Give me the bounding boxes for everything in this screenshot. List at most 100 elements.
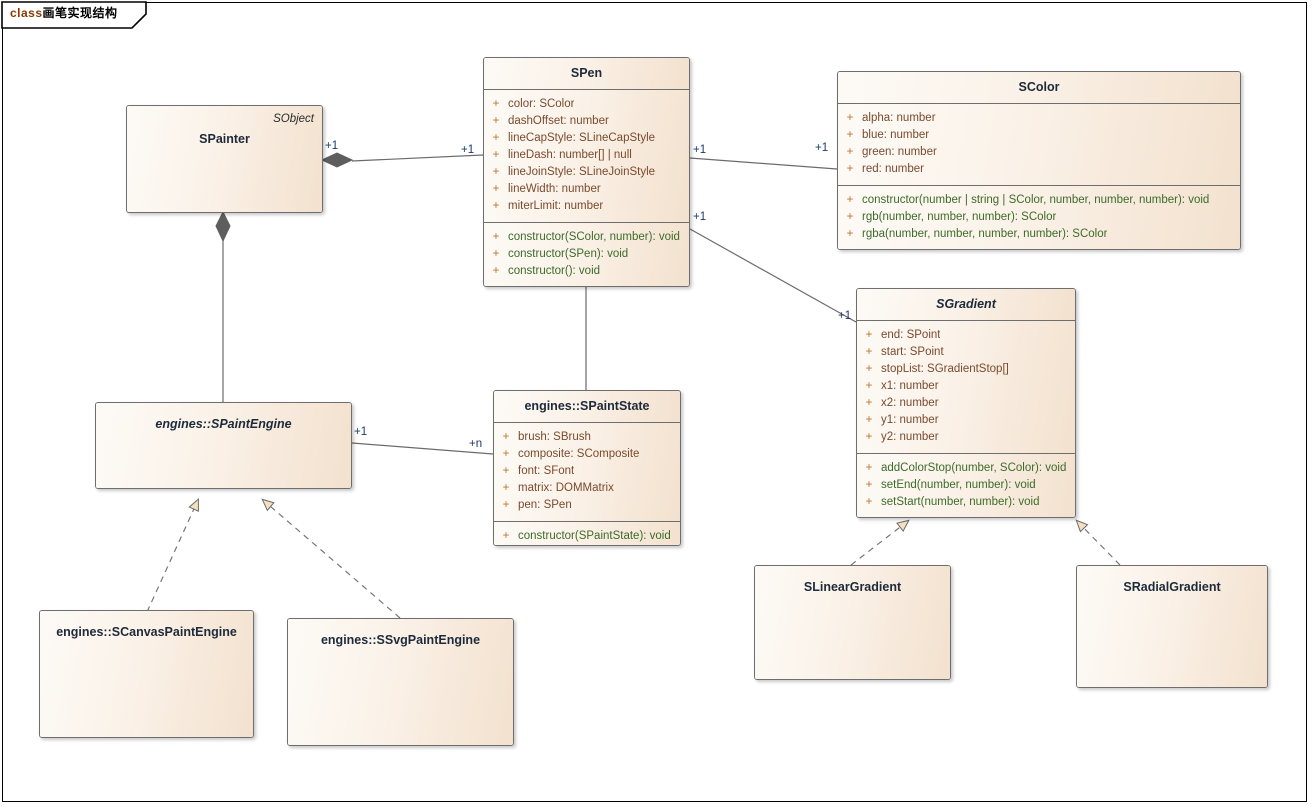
visibility: + (492, 248, 500, 260)
member-text: lineCapStyle: SLineCapStyle (508, 132, 656, 144)
class-sgradient-title: SGradient (857, 289, 1075, 321)
visibility: + (492, 183, 500, 195)
link-scanvaspaintengine-realizes-spaintengine (146, 497, 199, 613)
member-text: rgba(number, number, number, number): SC… (862, 228, 1108, 240)
visibility: + (492, 115, 500, 127)
member-text: x2: number (881, 397, 939, 409)
member-row: +miterLimit: number (484, 198, 689, 215)
member-text: font: SFont (518, 465, 575, 477)
class-spen-attributes: +color: SColor +dashOffset: number +line… (484, 90, 689, 223)
class-ssvgpaintengine[interactable]: engines::SSvgPaintEngine (287, 618, 514, 746)
member-row: + rgba(number, number, number, number): S… (838, 226, 1240, 243)
visibility: + (865, 414, 873, 426)
member-text: green: number (862, 146, 937, 158)
class-sradialgradient[interactable]: SRadialGradient (1076, 565, 1268, 688)
member-text: color: SColor (508, 98, 575, 110)
member-row: + lineDash: number[] | null (484, 147, 689, 164)
link-spen-scolor (689, 157, 838, 170)
diagram-keyword: class (10, 6, 43, 20)
multiplicity-spaintengine-spaintstate-source: +1 (354, 426, 368, 438)
link-ssvgpaintengine-realizes-spaintengine (261, 498, 401, 619)
visibility: + (502, 499, 510, 511)
diagram-title: class画笔实现结构 (10, 4, 118, 21)
visibility: + (492, 231, 500, 243)
visibility: + (502, 448, 510, 460)
member-row: +setEnd(number, number): void (857, 477, 1075, 494)
member-row: + y1: number (857, 412, 1075, 429)
class-slineargradient[interactable]: SLinearGradient (754, 565, 951, 680)
visibility: + (846, 129, 854, 141)
class-spainter[interactable]: SObject SPainter (126, 105, 323, 213)
class-spainter-stereotype: SObject (273, 113, 314, 125)
class-spainter-name: SPainter (199, 132, 250, 146)
visibility: + (865, 479, 873, 491)
member-text: alpha: number (862, 112, 936, 124)
member-text: constructor(): void (508, 265, 601, 277)
member-text: lineJoinStyle: SLineJoinStyle (508, 166, 656, 178)
member-row: + alpha: number (838, 110, 1240, 127)
multiplicity-spen-scolor-source: +1 (693, 144, 707, 156)
diagram-title-text: 画笔实现结构 (42, 6, 118, 20)
visibility: + (865, 380, 873, 392)
visibility: + (865, 431, 873, 443)
class-scanvaspaintengine-title: engines::SCanvasPaintEngine (40, 611, 253, 737)
member-row: +end: SPoint (857, 327, 1075, 344)
visibility: + (492, 149, 500, 161)
member-row: +x2: number (857, 395, 1075, 412)
member-row: + y2: number (857, 429, 1075, 446)
member-text: constructor(SPen): void (508, 248, 629, 260)
link-spainter-spaintengine (215, 210, 231, 402)
member-row: +matrix: DOMMatrix (494, 480, 680, 497)
class-spaintstate-attributes: +brush: SBrush +composite: SComposite +f… (494, 423, 680, 522)
member-row: +addColorStop(number, SColor): void (857, 460, 1075, 477)
member-text: rgb(number, number, number): SColor (862, 211, 1057, 223)
member-text: brush: SBrush (518, 431, 591, 443)
member-text: lineDash: number[] | null (508, 149, 632, 161)
member-text: constructor(number | string | SColor, nu… (862, 194, 1210, 206)
class-scanvaspaintengine[interactable]: engines::SCanvasPaintEngine (39, 610, 254, 738)
visibility: + (492, 132, 500, 144)
member-row: +stopList: SGradientStop[] (857, 361, 1075, 378)
member-text: y2: number (881, 431, 939, 443)
visibility: + (502, 482, 510, 494)
class-sgradient[interactable]: SGradient +end: SPoint +start: SPoint +s… (856, 288, 1076, 518)
class-spen-operations: + constructor(SColor, number): void + cons… (484, 223, 689, 286)
visibility: + (492, 98, 500, 110)
member-row: +red: number (838, 161, 1240, 178)
visibility: + (846, 112, 854, 124)
member-text: setStart(number, number): void (881, 496, 1040, 508)
visibility: + (865, 346, 873, 358)
class-spaintengine[interactable]: engines::SPaintEngine (95, 402, 352, 489)
member-row: + rgb(number, number, number): SColor (838, 209, 1240, 226)
member-text: pen: SPen (518, 499, 572, 511)
link-spainter-spen (320, 152, 484, 168)
visibility: + (492, 166, 500, 178)
visibility: + (846, 211, 854, 223)
member-text: x1: number (881, 380, 939, 392)
member-text: miterLimit: number (508, 200, 604, 212)
class-sradialgradient-title: SRadialGradient (1077, 566, 1267, 687)
member-row: + lineWidth: number (484, 181, 689, 198)
multiplicity-spainter-spen-target: +1 (461, 144, 475, 156)
visibility: + (846, 194, 854, 206)
multiplicity-spen-sgradient-target: +1 (838, 310, 852, 322)
class-spaintstate[interactable]: engines::SPaintState +brush: SBrush +com… (493, 390, 681, 546)
member-text: y1: number (881, 414, 939, 426)
class-spen[interactable]: SPen +color: SColor +dashOffset: number … (483, 57, 690, 287)
member-text: constructor(SPaintState): void (518, 530, 671, 542)
visibility: + (865, 496, 873, 508)
multiplicity-spen-scolor-target: +1 (815, 142, 829, 154)
link-slineargradient-realizes-sgradient (850, 519, 910, 566)
class-scolor[interactable]: SColor +alpha: number +blue: number +gre… (837, 71, 1241, 250)
class-sgradient-attributes: +end: SPoint +start: SPoint +stopList: S… (857, 321, 1075, 454)
member-text: lineWidth: number (508, 183, 601, 195)
member-row: +font: SFont (494, 463, 680, 480)
member-text: composite: SComposite (518, 448, 640, 460)
visibility: + (865, 462, 873, 474)
visibility: + (846, 228, 854, 240)
visibility: + (492, 265, 500, 277)
member-text: constructor(SColor, number): void (508, 231, 680, 243)
member-row: + lineCapStyle: SLineCapStyle (484, 130, 689, 147)
member-row: + pen: SPen (494, 497, 680, 514)
